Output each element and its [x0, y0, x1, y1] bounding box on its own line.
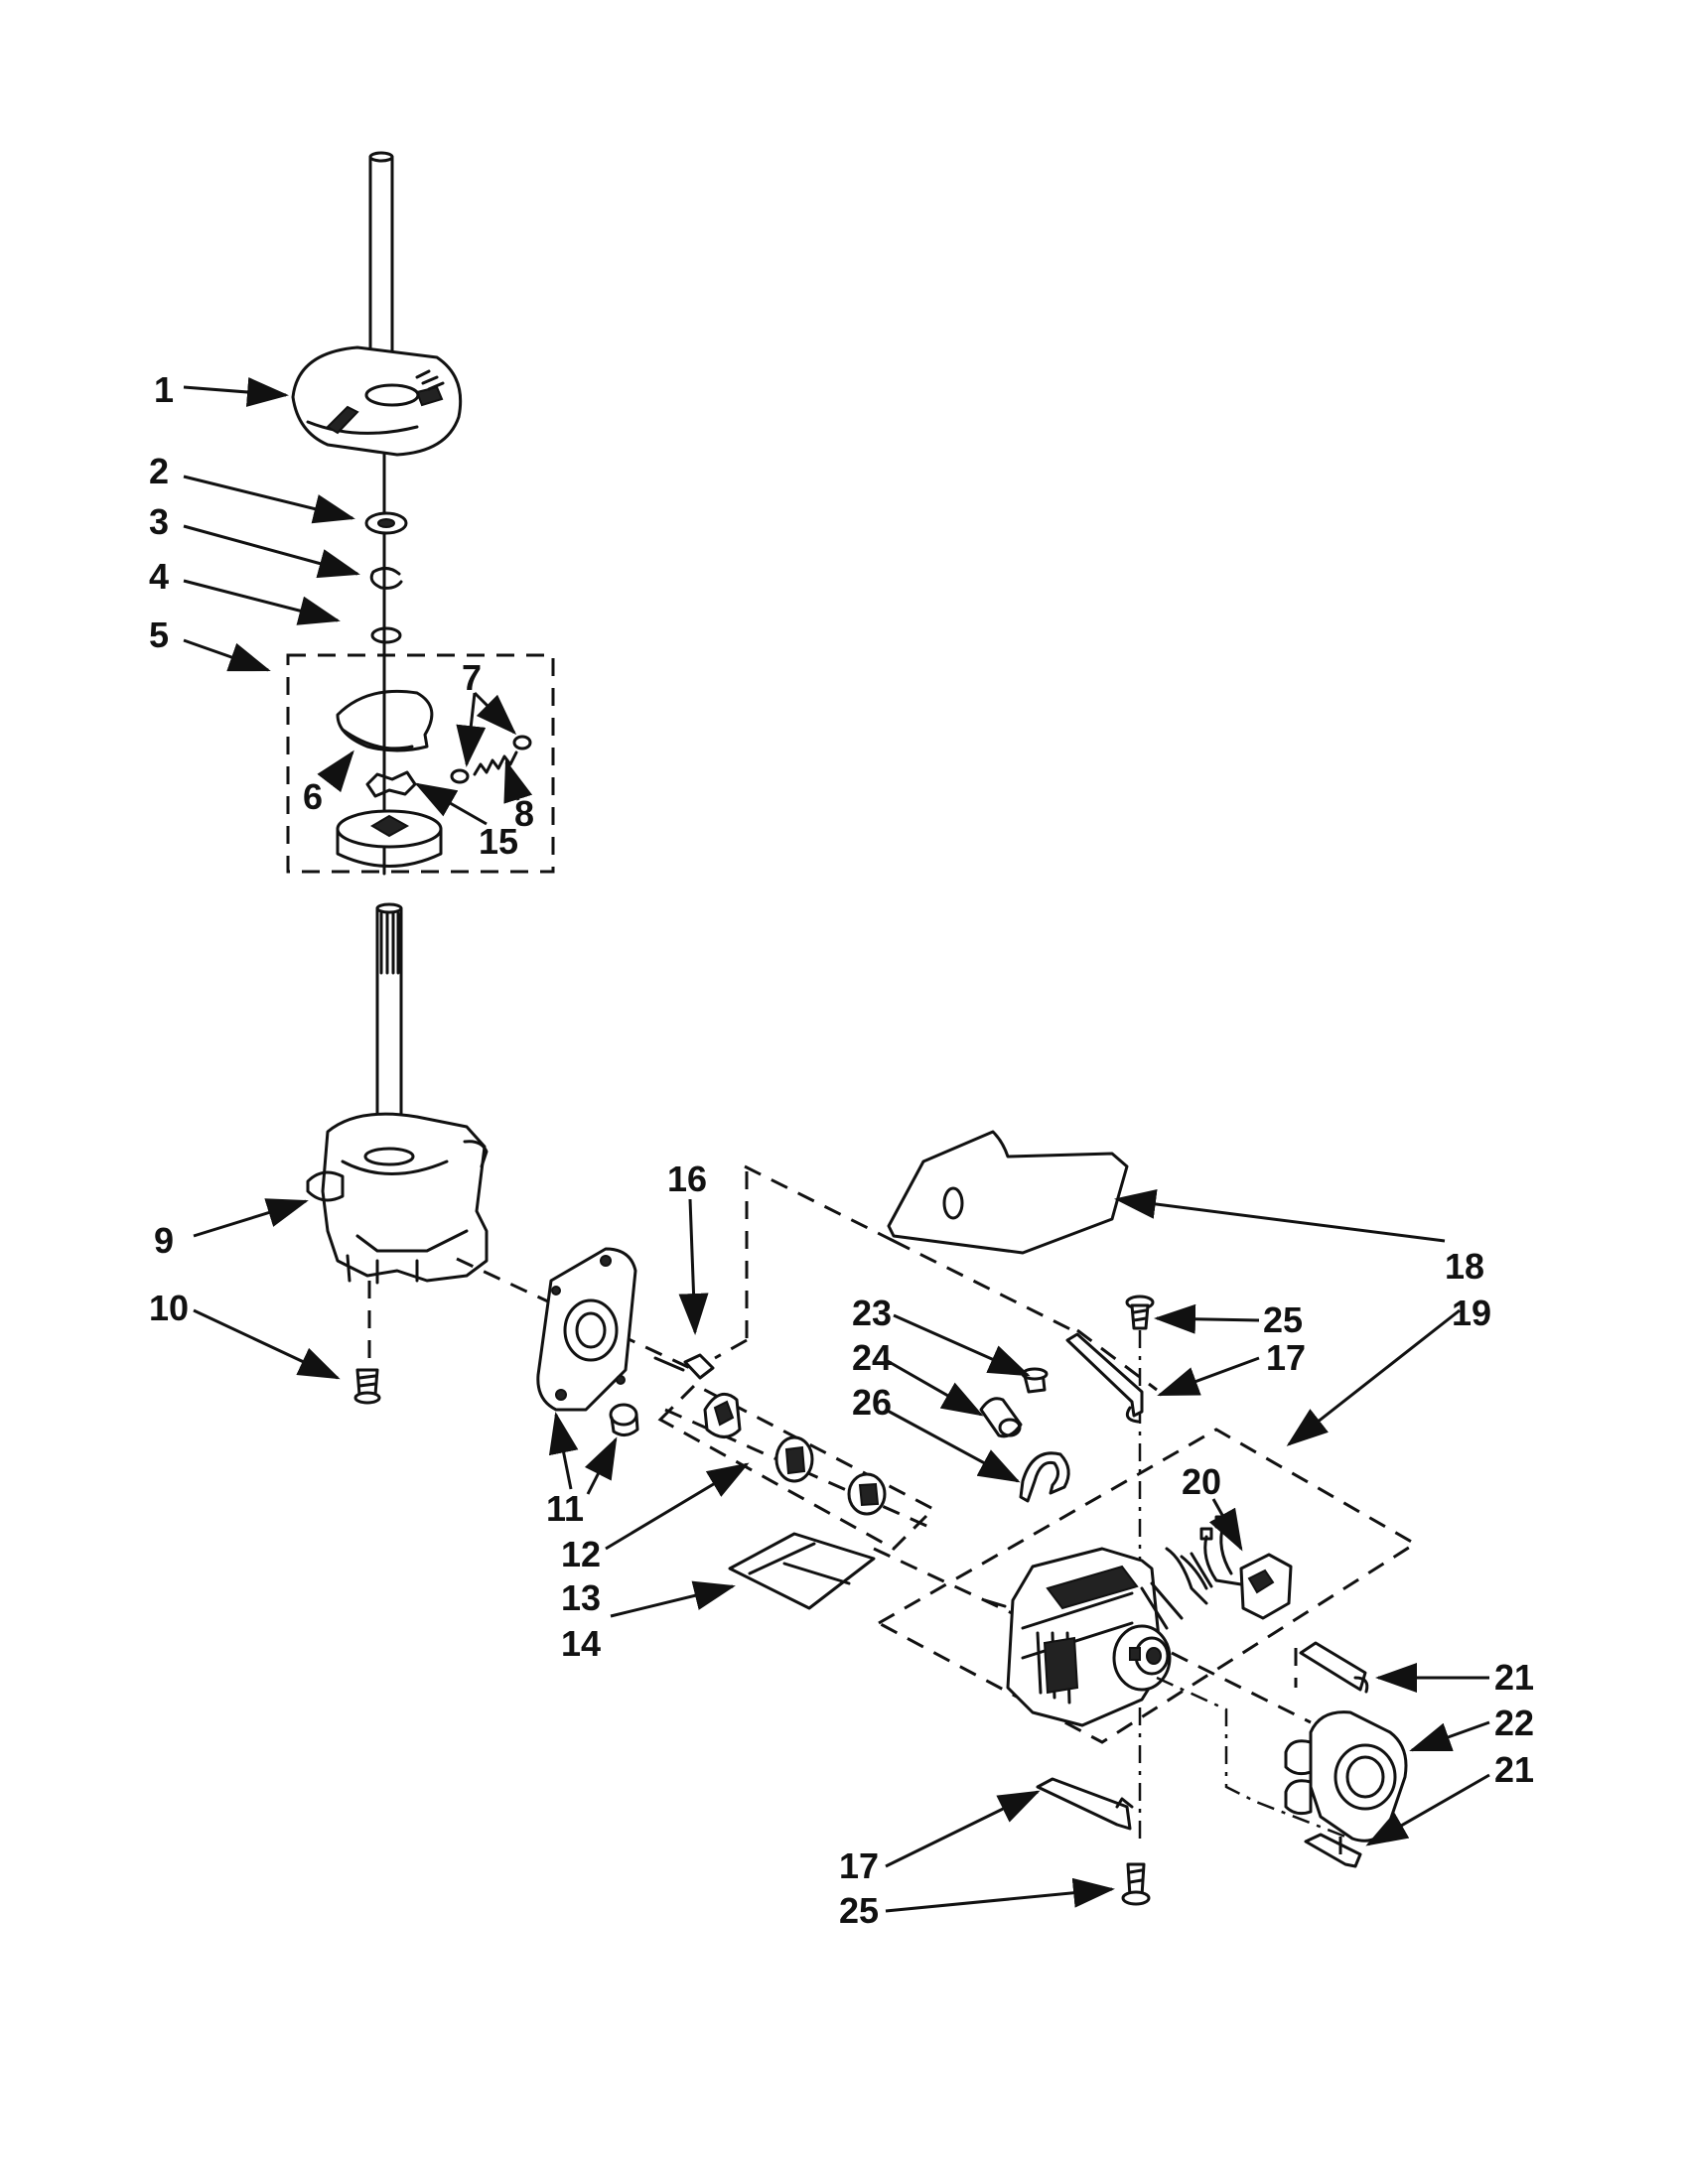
leader-lines	[183, 377, 1490, 1913]
callout-12: 12	[561, 1534, 601, 1574]
callout-1: 1	[154, 369, 174, 410]
part-26-clamp	[1019, 1451, 1070, 1503]
part-4-retaining-ring	[370, 626, 402, 644]
callout-5: 5	[149, 614, 169, 655]
callout-21-upper: 21	[1494, 1657, 1534, 1698]
callout-8: 8	[514, 793, 534, 834]
part-15-hub	[336, 770, 443, 868]
callout-26: 26	[852, 1382, 892, 1423]
part-13-coupling	[703, 1392, 887, 1516]
part-21-lower-clip	[1304, 1833, 1362, 1868]
callout-15: 15	[479, 821, 518, 862]
part-11-mounting-plate	[536, 1247, 637, 1412]
part-12-bushing	[609, 1403, 639, 1436]
part-3-clip	[369, 567, 403, 590]
part-21-upper-clip	[1299, 1641, 1369, 1694]
dashed-reference-line-a	[744, 1164, 1073, 1332]
part-10-screw	[353, 1368, 381, 1405]
callout-17-upper: 17	[1266, 1337, 1306, 1378]
callout-19: 19	[1452, 1293, 1491, 1333]
callout-11: 11	[546, 1488, 584, 1529]
callout-23: 23	[852, 1293, 892, 1333]
callout-25-lower: 25	[839, 1890, 879, 1931]
callout-25-upper: 25	[1263, 1299, 1303, 1340]
part-1-cam-assembly	[291, 151, 463, 457]
part-17-lower-bracket	[1036, 1777, 1134, 1831]
callout-3: 3	[149, 501, 169, 542]
callout-labels: 1 2 3 4 5 6 7 8 15 9 10 11 12 13 14 16 1…	[149, 369, 1534, 1931]
callout-13: 13	[561, 1577, 601, 1618]
callout-2: 2	[149, 451, 169, 491]
agitator-shaft	[375, 902, 403, 1154]
callout-14: 14	[561, 1623, 601, 1664]
motor	[1006, 1547, 1213, 1727]
part-24-spacer	[979, 1397, 1023, 1438]
callout-9: 9	[154, 1220, 174, 1261]
part-6-brake-band	[336, 689, 434, 752]
part-18-shield	[887, 1130, 1129, 1255]
part-22-housing	[1284, 1710, 1408, 1843]
callout-24: 24	[852, 1337, 892, 1378]
callout-20: 20	[1182, 1461, 1221, 1502]
callout-22: 22	[1494, 1703, 1534, 1743]
part-14-pad	[728, 1532, 876, 1610]
callout-17-lower: 17	[839, 1845, 879, 1886]
callout-4: 4	[149, 556, 169, 597]
part-9-gearcase	[306, 1112, 489, 1285]
callout-18: 18	[1445, 1246, 1484, 1287]
callout-16: 16	[667, 1159, 707, 1199]
callout-21-lower: 21	[1494, 1749, 1534, 1790]
callout-10: 10	[149, 1288, 189, 1328]
part-16-pin	[653, 1171, 749, 1380]
callout-7: 7	[462, 657, 482, 698]
part-23-screw	[1021, 1367, 1049, 1394]
part-2-washer	[364, 511, 408, 535]
part-20-switch	[1199, 1515, 1293, 1620]
part-25-upper-screw	[1125, 1295, 1155, 1330]
callout-6: 6	[303, 776, 323, 817]
part-17-upper-bracket	[1065, 1332, 1144, 1424]
part-25-lower-screw	[1121, 1862, 1151, 1906]
part-5-kit-outline	[286, 653, 555, 874]
part-7-pins	[450, 735, 532, 784]
